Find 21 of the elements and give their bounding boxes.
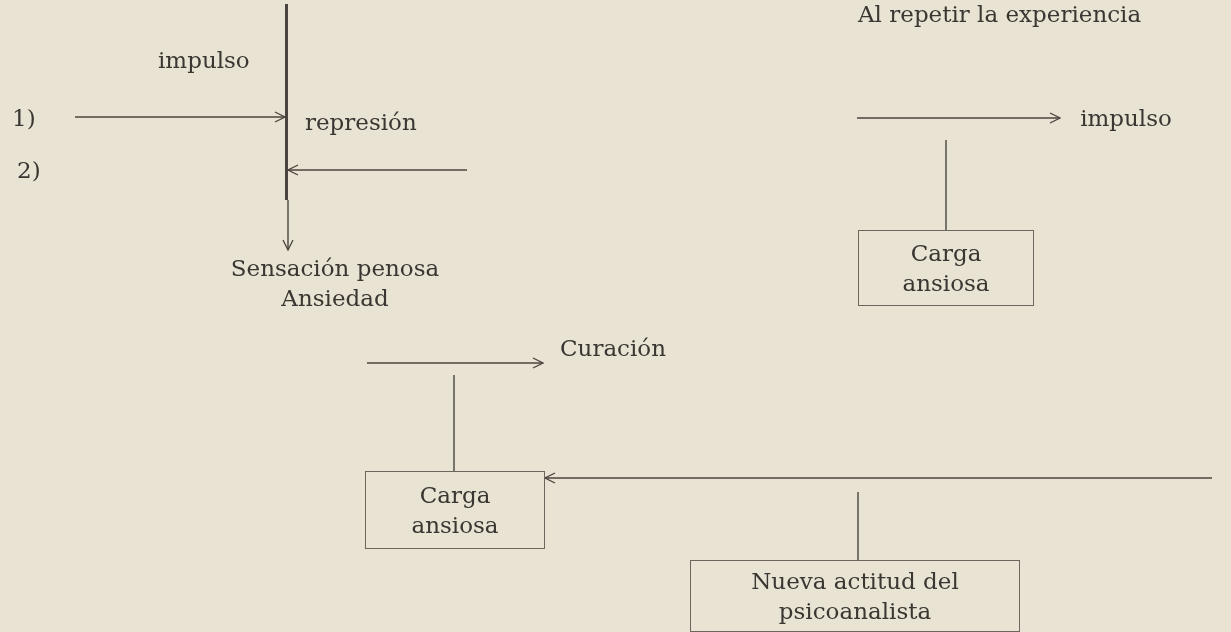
arrow — [282, 199, 294, 251]
connector-line — [945, 139, 947, 231]
arrow — [544, 472, 1213, 484]
node-label: Sensación penosa Ansiedad — [195, 250, 475, 316]
process-box: Carga ansiosa — [858, 230, 1034, 306]
edge-label: represión — [305, 108, 417, 136]
connector-line — [857, 491, 859, 561]
node-label: impulso — [1060, 102, 1192, 134]
process-box: Carga ansiosa — [365, 471, 545, 549]
heading: Al repetir la experiencia — [858, 0, 1142, 28]
edge-label: impulso — [158, 46, 250, 74]
arrow — [856, 112, 1061, 124]
node-label: Curación — [543, 332, 683, 364]
arrow — [366, 357, 544, 369]
arrow — [287, 164, 468, 176]
connector-line — [453, 374, 455, 472]
barrier-line — [285, 4, 288, 200]
arrow — [74, 111, 286, 123]
process-box: Nueva actitud del psicoanalista — [690, 560, 1020, 632]
step-number: 2) — [17, 156, 41, 184]
step-number: 1) — [12, 104, 36, 132]
